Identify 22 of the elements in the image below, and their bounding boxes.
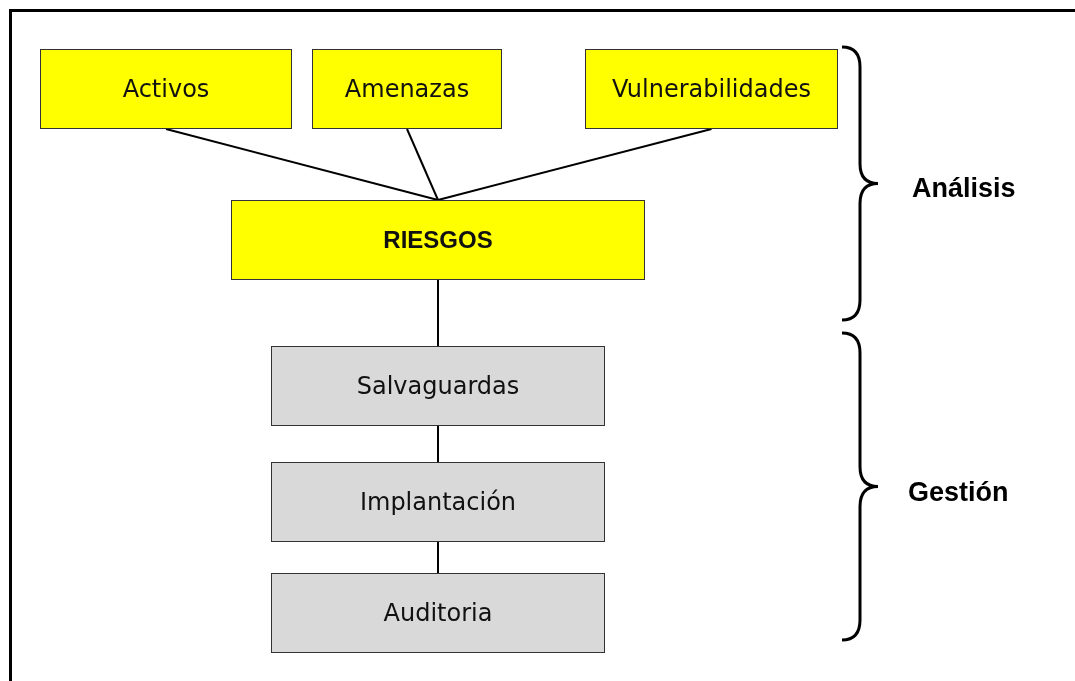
node-label: Salvaguardas bbox=[356, 372, 520, 400]
section-label: Análisis bbox=[912, 173, 1016, 204]
node-label: Activos bbox=[122, 75, 210, 103]
process-box bbox=[271, 573, 605, 653]
node-label: RIESGOS bbox=[383, 226, 493, 254]
node-label: Implantación bbox=[359, 488, 517, 516]
section-label: Gestión bbox=[908, 477, 1009, 508]
factor-box bbox=[312, 49, 502, 129]
connector-line bbox=[437, 541, 439, 574]
node-label: Vulnerabilidades bbox=[612, 75, 811, 103]
connector-line bbox=[437, 425, 439, 463]
node-label: Auditoria bbox=[383, 599, 493, 627]
connector-line bbox=[437, 279, 439, 347]
process-box bbox=[271, 462, 605, 542]
connector-line bbox=[165, 128, 439, 201]
process-box bbox=[271, 346, 605, 426]
node-label: Amenazas bbox=[344, 75, 470, 103]
connector-line bbox=[437, 128, 713, 201]
factor-box bbox=[585, 49, 838, 129]
connector-line bbox=[406, 128, 439, 201]
factor-box bbox=[40, 49, 292, 129]
risk-box bbox=[231, 200, 645, 280]
